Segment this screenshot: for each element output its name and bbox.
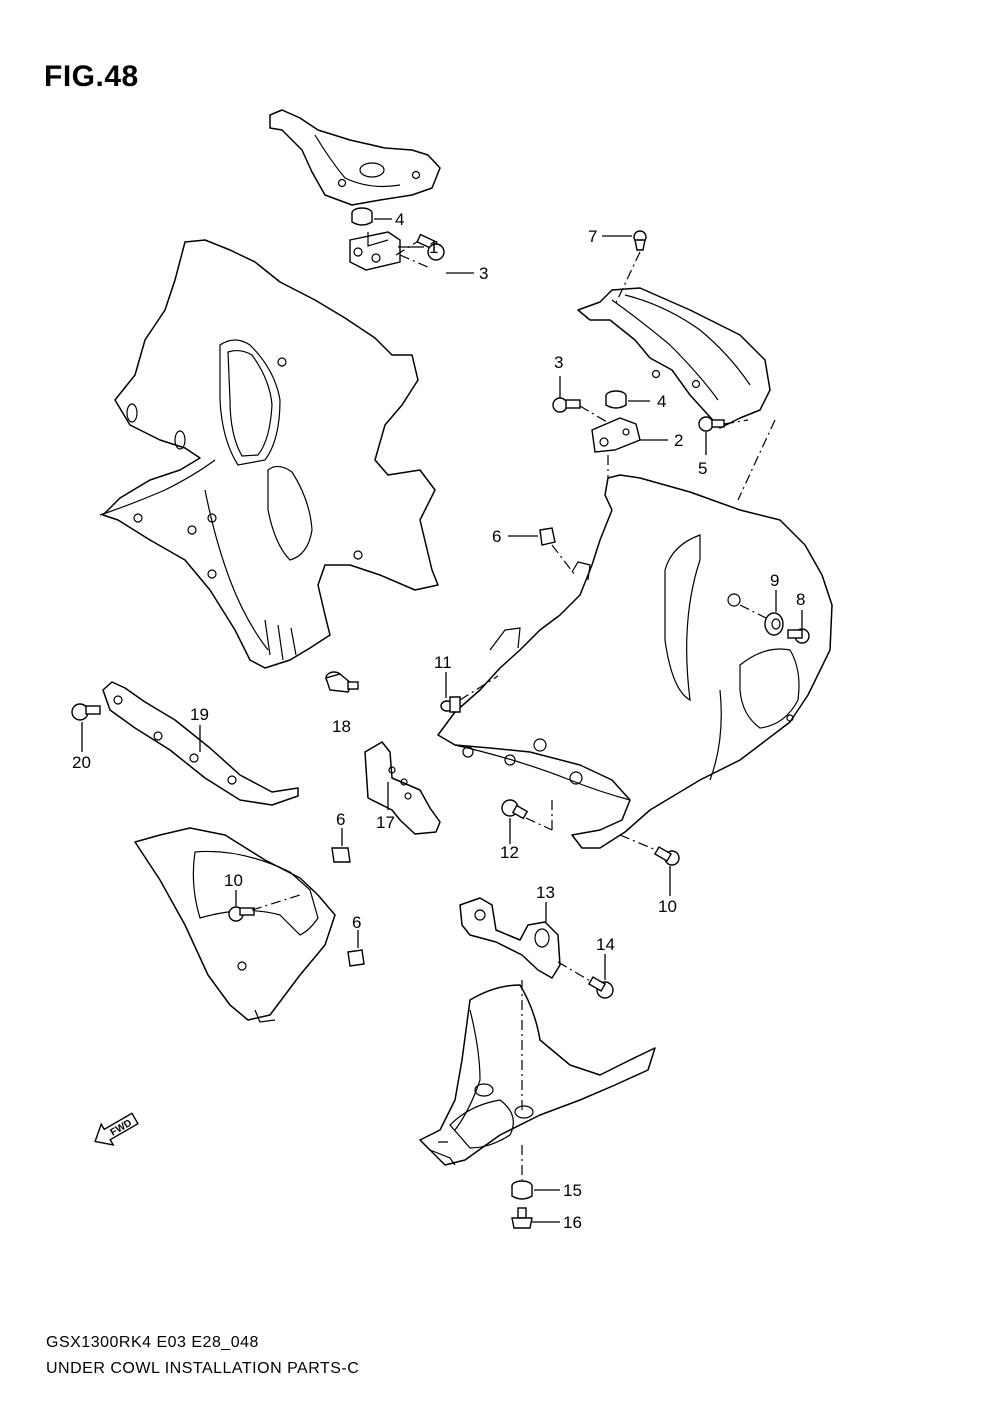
screw-10-left — [228, 890, 301, 922]
callout-4-right: 4 — [657, 392, 666, 411]
callout-7: 7 — [588, 227, 597, 246]
grommet-9 — [764, 590, 784, 636]
belly-pan — [419, 984, 656, 1166]
under-cowl-right — [437, 474, 833, 849]
callout-14: 14 — [596, 935, 615, 954]
callout-17: 17 — [376, 813, 395, 832]
callout-3-upper: 3 — [479, 264, 488, 283]
callout-11: 11 — [434, 653, 452, 672]
bracket-13 — [459, 897, 593, 983]
callout-9: 9 — [770, 571, 779, 590]
fastener-11 — [440, 672, 499, 713]
bracket-17 — [364, 741, 441, 835]
bracket-1 — [349, 231, 424, 271]
clip-6-left-upper — [331, 828, 351, 863]
grommet-4-right — [605, 390, 650, 409]
callout-6-left-upper: 6 — [336, 810, 345, 829]
bolt-20 — [71, 703, 101, 752]
grommet-4-upper — [351, 207, 392, 226]
callout-6-left-lower: 6 — [352, 913, 361, 932]
callout-15: 15 — [563, 1181, 582, 1200]
callout-5: 5 — [698, 459, 707, 478]
screw-12 — [501, 799, 553, 844]
callout-20: 20 — [72, 753, 91, 772]
callout-10-right: 10 — [658, 897, 677, 916]
callout-13: 13 — [536, 883, 555, 902]
callout-19: 19 — [190, 705, 209, 724]
lower-left-panel — [134, 827, 336, 1023]
callout-8: 8 — [796, 590, 805, 609]
callout-12: 12 — [500, 843, 519, 862]
strip-19 — [102, 681, 299, 806]
callout-10-left: 10 — [224, 871, 243, 890]
figure-name: UNDER COWL INSTALLATION PARTS-C — [46, 1360, 360, 1377]
callout-16: 16 — [563, 1213, 582, 1232]
screw-8 — [739, 604, 810, 644]
bolt-3-right — [552, 376, 613, 426]
callout-6-right: 6 — [492, 527, 501, 546]
clip-6-left-lower — [347, 930, 365, 967]
callout-18: 18 — [332, 717, 351, 736]
bracket-2 — [591, 417, 668, 453]
clip-6-right — [508, 527, 576, 576]
callout-3-right: 3 — [554, 353, 563, 372]
bolt-16 — [511, 1207, 560, 1229]
callout-2: 2 — [674, 431, 683, 450]
callout-1: 1 — [429, 238, 438, 257]
callout-4-upper: 4 — [395, 210, 404, 229]
inner-panel-left — [99, 239, 439, 669]
figure-code: GSX1300RK4 E03 E28_048 — [46, 1334, 259, 1351]
grommet-15 — [511, 1180, 560, 1200]
pin-18 — [325, 671, 359, 693]
bolt-3-upper — [399, 233, 474, 274]
fwd-arrow-icon: FWD — [94, 1112, 139, 1146]
upper-bracket-cover — [269, 109, 441, 206]
fastener-7 — [602, 230, 647, 306]
bolt-14 — [587, 954, 614, 999]
bolt-5 — [698, 416, 749, 455]
screw-10-right — [619, 834, 680, 896]
figure-title: FIG.48 — [44, 60, 139, 93]
upper-right-cover — [577, 287, 771, 429]
fwd-label: FWD — [109, 1118, 134, 1139]
